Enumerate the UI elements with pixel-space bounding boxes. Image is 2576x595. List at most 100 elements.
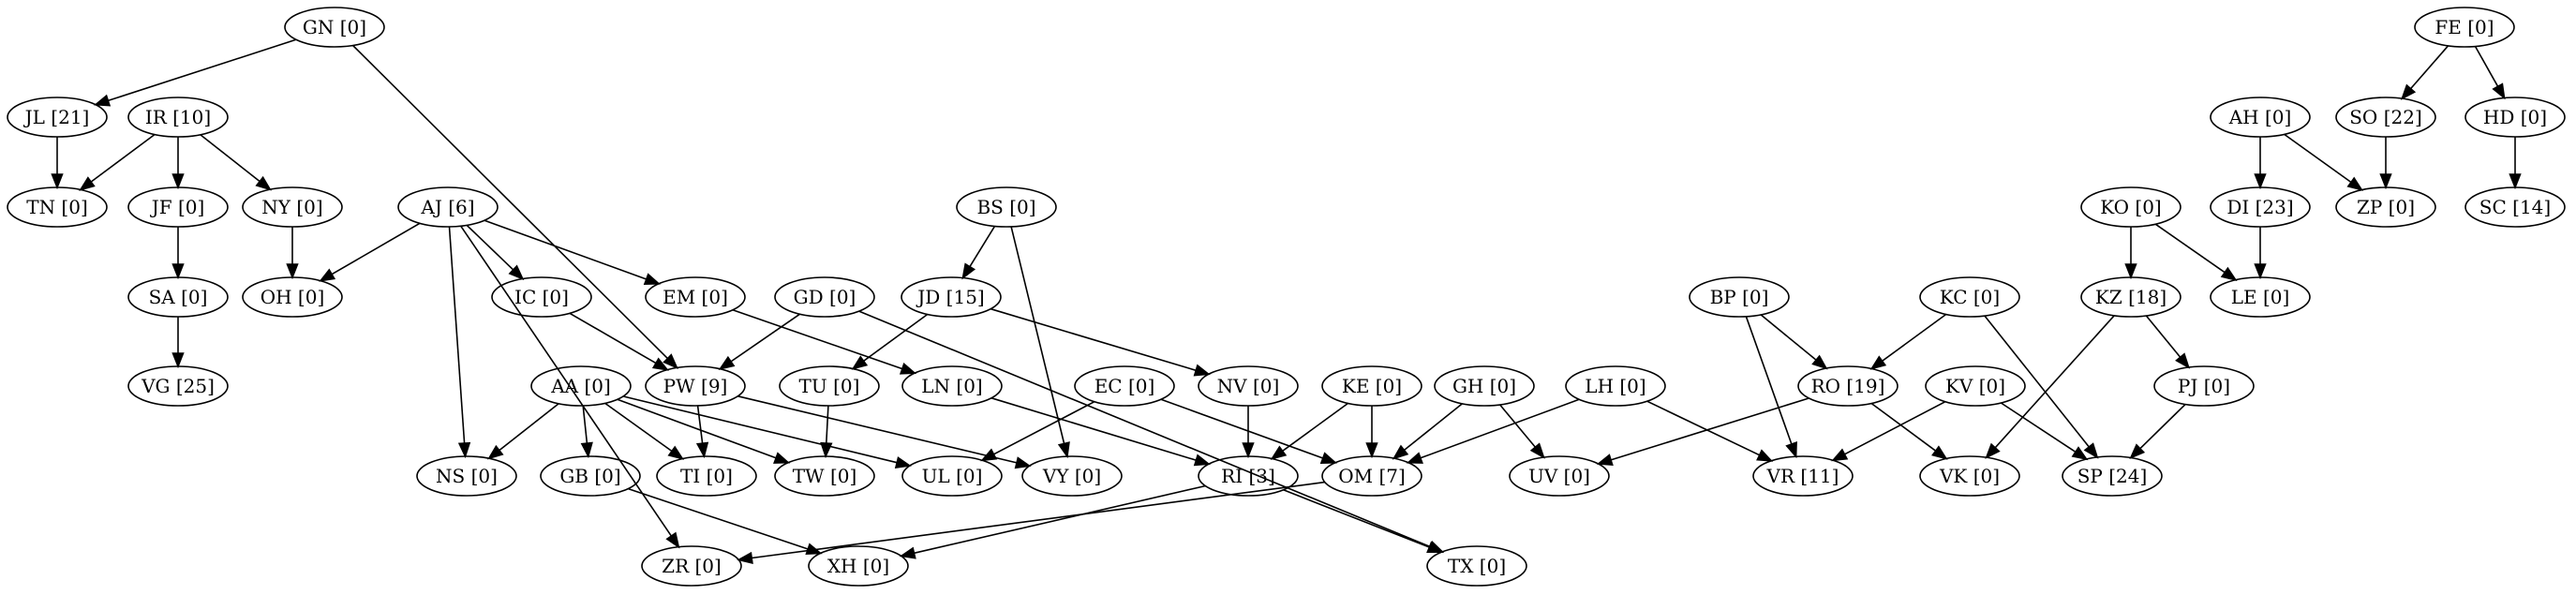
- arrowhead: [2124, 263, 2137, 280]
- arrowhead: [1756, 449, 1774, 462]
- node-label: NV [0]: [1217, 375, 1280, 397]
- edge-line: [582, 405, 588, 444]
- node-ellipse: [242, 186, 343, 228]
- node-label: OH [0]: [261, 286, 325, 308]
- node-ellipse: [1321, 455, 1422, 497]
- edge-line: [2154, 223, 2226, 274]
- node-label: KE [0]: [1342, 375, 1402, 397]
- node-ri: RI [3]: [1198, 455, 1299, 497]
- node-gh: GH [0]: [1434, 365, 1535, 407]
- edge-line: [969, 225, 996, 268]
- arrowhead: [2379, 173, 2392, 190]
- arrowhead: [1319, 452, 1338, 465]
- edge-so-zp: [2379, 137, 2392, 190]
- node-tx: TX [0]: [1426, 545, 1527, 587]
- node-ellipse: [1689, 276, 1790, 318]
- edge-kv-sp: [2000, 402, 2089, 461]
- edge-tu-tw: [820, 405, 833, 459]
- edge-ec-om: [1160, 398, 1338, 465]
- node-ellipse: [1797, 365, 1898, 407]
- arrowhead: [737, 551, 753, 565]
- edge-aj-em: [484, 219, 662, 286]
- node-ellipse: [416, 455, 517, 497]
- node-vr: VR [11]: [1752, 455, 1854, 497]
- arrowhead: [1831, 448, 1849, 462]
- node-ellipse: [1509, 455, 1610, 497]
- edge-nv-ri: [1242, 406, 1255, 459]
- node-label: KO [0]: [2100, 196, 2162, 218]
- edge-ny-oh: [286, 227, 299, 280]
- node-ellipse: [127, 186, 229, 228]
- node-label: UL [0]: [922, 465, 983, 487]
- edge-line: [914, 484, 1206, 555]
- edge-line: [1498, 404, 1537, 448]
- arrowhead: [286, 263, 299, 280]
- edge-line: [990, 397, 1197, 461]
- node-label: GD [0]: [794, 286, 856, 308]
- node-label: EM [0]: [663, 286, 728, 308]
- edge-line: [737, 395, 1018, 464]
- node-ellipse: [127, 365, 229, 407]
- node-ellipse: [645, 276, 746, 318]
- edge-aj-ic: [466, 224, 525, 281]
- edge-line: [990, 307, 1197, 372]
- edge-ah-di: [2254, 137, 2267, 190]
- edge-aa-ns: [487, 403, 559, 460]
- node-ellipse: [1021, 455, 1123, 497]
- node-label: LE [0]: [2231, 286, 2290, 308]
- node-pj: PJ [0]: [2153, 365, 2255, 407]
- arrowhead: [1811, 354, 1828, 370]
- edge-line: [108, 38, 297, 102]
- node-label: NS [0]: [436, 465, 498, 487]
- node-tu: TU [0]: [779, 365, 880, 407]
- arrowhead: [2071, 446, 2089, 461]
- edge-line: [1870, 402, 1937, 452]
- node-ellipse: [2464, 97, 2566, 138]
- arrowhead: [171, 352, 185, 369]
- node-ellipse: [2335, 97, 2436, 138]
- arrowhead: [319, 268, 336, 282]
- edge-gn-pw: [352, 44, 678, 370]
- arrowhead: [695, 441, 709, 459]
- node-jd: JD [15]: [901, 276, 1002, 318]
- edge-line: [1994, 315, 2115, 449]
- node-ns: NS [0]: [416, 455, 517, 497]
- node-ellipse: [774, 455, 875, 497]
- edge-kc-sp: [1984, 315, 2099, 459]
- node-ellipse: [530, 365, 632, 407]
- arrowhead: [457, 441, 471, 459]
- node-ellipse: [2080, 276, 2181, 318]
- edge-jd-tu: [851, 313, 929, 370]
- node-vy: VY [0]: [1021, 455, 1123, 497]
- edge-line: [2145, 315, 2181, 358]
- edge-line: [623, 395, 898, 464]
- node-om: OM [7]: [1321, 455, 1422, 497]
- arrowhead: [899, 546, 916, 559]
- node-sp: SP [24]: [2062, 455, 2163, 497]
- edge-line: [466, 224, 514, 271]
- arrowhead: [2400, 83, 2417, 100]
- edge-em-ln: [732, 309, 917, 375]
- node-ellipse: [1434, 365, 1535, 407]
- node-so: SO [22]: [2335, 97, 2436, 138]
- node-xh: XH [0]: [808, 545, 909, 587]
- edge-line: [1282, 402, 1349, 452]
- edge-aa-ti: [604, 402, 685, 460]
- arrowhead: [1270, 445, 1288, 460]
- arrowhead: [643, 273, 662, 286]
- arrowhead: [851, 355, 869, 370]
- edge-line: [90, 133, 156, 183]
- edge-fe-so: [2400, 45, 2449, 100]
- arrowhead: [1426, 541, 1444, 554]
- node-ny: NY [0]: [242, 186, 343, 228]
- edge-di-le: [2254, 227, 2267, 280]
- edge-line: [1160, 398, 1324, 459]
- node-label: KC [0]: [1940, 286, 2000, 308]
- node-le: LE [0]: [2210, 276, 2311, 318]
- arrowhead: [2254, 263, 2267, 280]
- arrowhead: [1596, 454, 1614, 466]
- edge-hd-sc: [2509, 137, 2522, 190]
- node-label: LN [0]: [921, 375, 982, 397]
- arrowhead: [1392, 444, 1409, 460]
